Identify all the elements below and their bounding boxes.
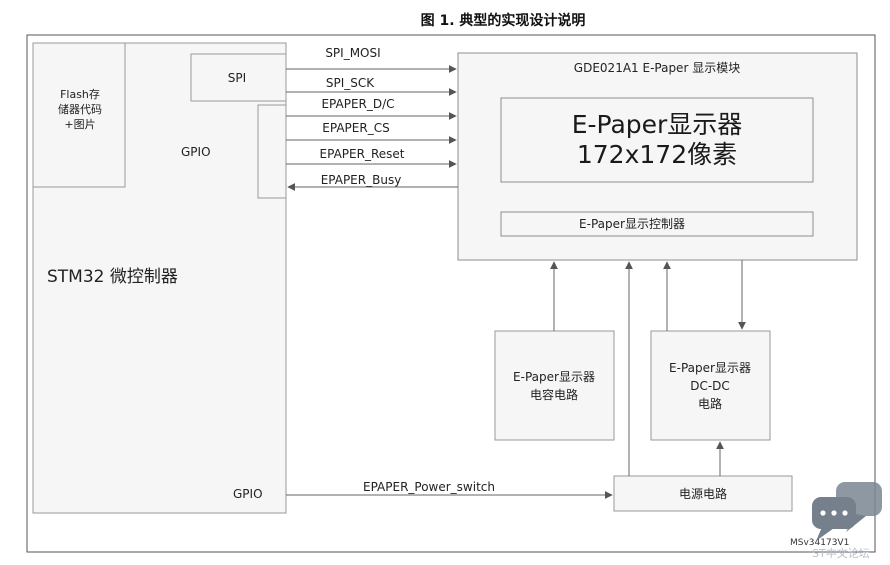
watermark-text: ST中文论坛 <box>812 546 870 560</box>
cap-circuit-block <box>494 330 615 441</box>
epaper-display-label-line-1: E-Paper显示器 <box>572 110 743 139</box>
dcdc-circuit-label-line-3: 电路 <box>698 396 722 411</box>
epaper-controller-block <box>500 211 814 237</box>
figure-frame <box>26 34 876 553</box>
flash-label-line-2: 储器代码 <box>58 102 102 116</box>
dcdc-circuit-block <box>650 330 771 441</box>
flash-label-line-1: Flash存 <box>60 87 100 101</box>
gpio-bottom-label: GPIO <box>233 487 263 501</box>
epaper-cs-label: EPAPER_CS <box>322 121 389 135</box>
reference-id: MSv34173V1 <box>790 538 849 548</box>
epaper-module-label: GDE021A1 E-Paper 显示模块 <box>574 61 740 75</box>
gpio-top-label: GPIO <box>181 145 211 159</box>
power-switch-label: EPAPER_Power_switch <box>363 480 495 494</box>
spi-label: SPI <box>228 71 246 85</box>
power-circuit-label: 电源电路 <box>679 486 727 501</box>
cap-circuit-label-line-1: E-Paper显示器 <box>513 370 595 384</box>
epaper-controller-label: E-Paper显示控制器 <box>579 217 685 231</box>
epaper-display-label-line-2: 172x172像素 <box>577 140 737 169</box>
spi-sck-label: SPI_SCK <box>326 76 375 90</box>
dcdc-circuit-label-line-1: E-Paper显示器 <box>669 361 751 375</box>
power-circuit-block <box>613 475 793 512</box>
figure-title: 图 1. 典型的实现设计说明 <box>421 12 586 29</box>
mcu-label: STM32 微控制器 <box>47 267 178 287</box>
cap-circuit-label-line-2: 电容电路 <box>530 387 578 402</box>
epaper-display-block <box>500 97 814 183</box>
epaper-reset-label: EPAPER_Reset <box>320 147 405 161</box>
epaper-busy-label: EPAPER_Busy <box>321 173 402 187</box>
spi-block <box>190 53 287 102</box>
epaper-dc-label: EPAPER_D/C <box>321 97 394 111</box>
spi-mosi-label: SPI_MOSI <box>325 46 380 60</box>
flash-label-line-3: +图片 <box>64 118 95 131</box>
chat-bubble-icon <box>812 482 882 541</box>
flash-block <box>32 42 126 188</box>
dcdc-circuit-label-line-2: DC-DC <box>690 379 730 393</box>
gpio-top-block <box>257 104 287 199</box>
